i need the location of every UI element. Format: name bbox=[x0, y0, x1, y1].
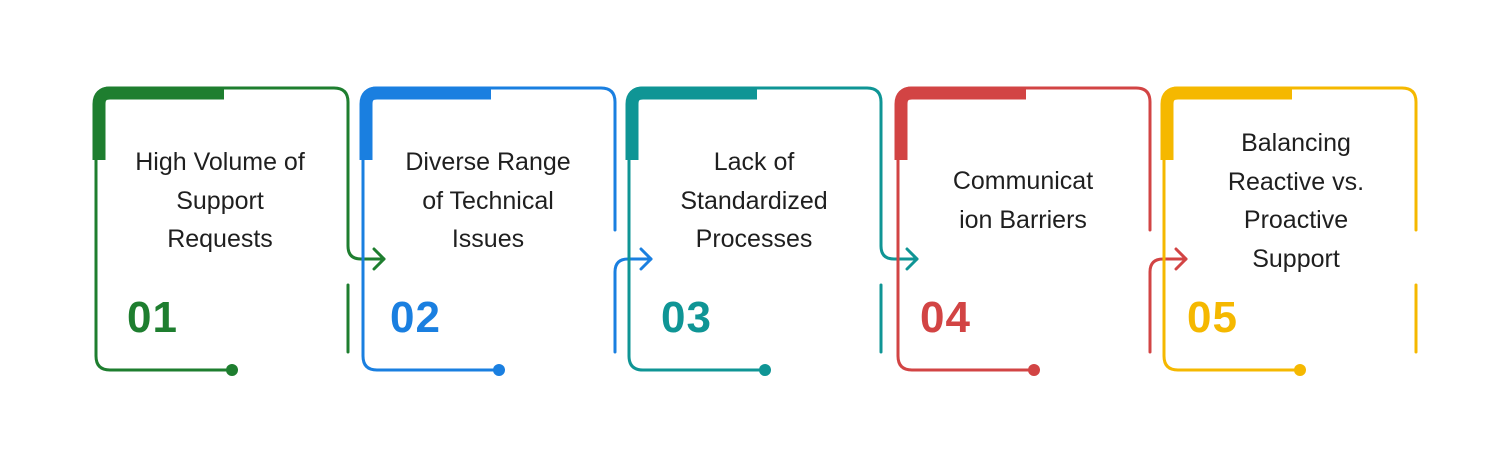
card-title-5: Balancing Reactive vs. Proactive Support bbox=[1196, 124, 1396, 278]
card-title-1-line-2: Support bbox=[176, 186, 264, 215]
card-number-2: 02 bbox=[390, 293, 441, 342]
card-title-5-line-1: Balancing bbox=[1241, 129, 1351, 157]
card-title-4-line-1: Communicat bbox=[952, 167, 1094, 195]
card-3-connector-arrow bbox=[879, 228, 919, 261]
card-title-4: Communicat ion Barriers bbox=[923, 162, 1123, 239]
card-2-end-dot bbox=[493, 364, 505, 376]
card-title-5-line-4: Support bbox=[1252, 244, 1340, 273]
card-number-4: 04 bbox=[920, 293, 971, 342]
card-3-accent-bracket bbox=[625, 86, 757, 160]
card-title-2: Diverse Range of Technical Issues bbox=[388, 143, 588, 259]
card-title-5-line-3: Proactive bbox=[1243, 206, 1349, 234]
card-title-3-line-2: Standardized bbox=[680, 186, 828, 215]
card-title-3: Lack of Standardized Processes bbox=[654, 143, 854, 259]
card-title-1-line-1: High Volume of bbox=[135, 148, 305, 176]
card-title-1-line-3: Requests bbox=[167, 225, 273, 253]
card-2-arrow-head-icon bbox=[639, 247, 653, 271]
card-title-4-line-2: ion Barriers bbox=[959, 205, 1087, 234]
card-title-2-line-2: of Technical bbox=[422, 186, 554, 215]
card-title-5-line-2: Reactive vs. bbox=[1227, 167, 1365, 196]
card-1-end-dot bbox=[226, 364, 238, 376]
card-4-accent-bracket bbox=[894, 86, 1026, 160]
card-number-1: 01 bbox=[127, 293, 178, 342]
card-title-3-line-1: Lack of bbox=[713, 148, 795, 176]
card-1-accent-bracket bbox=[92, 86, 224, 160]
card-title-3-line-3: Processes bbox=[695, 225, 813, 253]
card-4-arrow-head-icon bbox=[1174, 247, 1188, 271]
card-5-end-dot bbox=[1294, 364, 1306, 376]
card-title-2-line-1: Diverse Range bbox=[405, 148, 571, 176]
card-number-5: 05 bbox=[1187, 293, 1238, 342]
card-title-1: High Volume of Support Requests bbox=[120, 143, 320, 259]
card-title-2-line-3: Issues bbox=[451, 225, 525, 253]
card-3-end-dot bbox=[759, 364, 771, 376]
card-1-connector-arrow bbox=[346, 228, 386, 261]
card-2-accent-bracket bbox=[359, 86, 491, 160]
card-5-accent-bracket bbox=[1160, 86, 1292, 160]
card-3-arrow-head-icon bbox=[905, 247, 919, 271]
card-number-3: 03 bbox=[661, 293, 712, 342]
card-4-end-dot bbox=[1028, 364, 1040, 376]
card-1-arrow-head-icon bbox=[372, 247, 386, 271]
